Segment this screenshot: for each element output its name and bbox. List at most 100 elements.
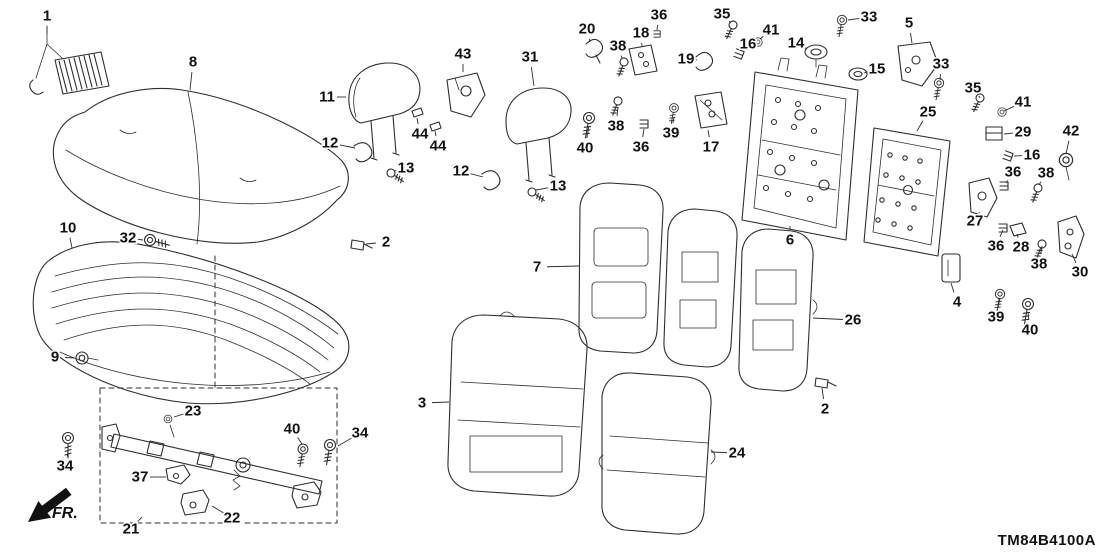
callout-label-36: 36	[633, 139, 650, 156]
callout-leader-7	[546, 265, 580, 268]
right-hardware	[941, 92, 1085, 326]
callout-label-35: 35	[714, 6, 731, 23]
callout-leader-29	[1003, 132, 1014, 135]
headrest-center-drawing	[505, 87, 572, 183]
callout-label-21: 21	[123, 521, 140, 538]
callout-label-33: 33	[861, 9, 878, 26]
callout-leader-20	[588, 38, 591, 43]
callout-label-28: 28	[1013, 239, 1030, 256]
callout-label-39: 39	[663, 125, 680, 142]
callout-leader-2	[821, 387, 825, 400]
callout-leader-23	[173, 413, 184, 418]
callout-label-16: 16	[740, 36, 757, 53]
callout-leader-17	[707, 129, 710, 138]
callout-label-36: 36	[988, 238, 1005, 255]
callout-leader-13	[535, 187, 549, 191]
callout-leader-38	[620, 55, 623, 59]
callout-label-35: 35	[965, 80, 982, 97]
callout-leader-30	[1071, 253, 1077, 264]
callout-leader-34	[66, 451, 69, 457]
misc-hardware	[61, 232, 837, 485]
hook-20	[585, 38, 604, 64]
callout-leader-32	[137, 238, 144, 241]
callout-leader-41	[759, 35, 764, 40]
callout-leader-14	[804, 47, 808, 50]
callout-label-38: 38	[608, 118, 625, 135]
callout-leader-24	[710, 451, 728, 454]
callout-label-1: 1	[43, 8, 51, 25]
callout-label-18: 18	[633, 25, 650, 42]
callout-leader-38	[1040, 245, 1043, 255]
seatback-frame-left-drawing	[741, 57, 859, 241]
callout-leader-40	[297, 437, 303, 445]
headrest-left-drawing	[348, 62, 421, 161]
callout-label-3: 3	[418, 395, 426, 412]
callout-leader-34	[337, 437, 352, 447]
callout-label-29: 29	[1015, 124, 1032, 141]
callout-label-38: 38	[1038, 165, 1055, 182]
callout-leader-31	[530, 66, 535, 87]
callout-leader-4	[950, 282, 955, 293]
callout-label-40: 40	[577, 140, 594, 157]
callout-leader-38	[1038, 181, 1042, 186]
dashed-guides	[99, 255, 338, 524]
spring-pad-drawing	[29, 25, 110, 95]
callout-leader-35	[728, 20, 732, 24]
callout-label-12: 12	[322, 135, 339, 152]
diagram-art	[29, 14, 1085, 535]
callout-leader-8	[189, 71, 193, 91]
callout-leader-5	[910, 32, 913, 44]
callout-leader-36	[656, 24, 659, 31]
seatback-pad-right-drawing	[738, 228, 818, 392]
hook-19	[695, 51, 714, 71]
top-hardware	[579, 14, 945, 140]
callout-label-16: 16	[1024, 147, 1041, 164]
callout-leader-39	[997, 297, 1001, 308]
callout-label-41: 41	[763, 22, 780, 39]
callout-label-20: 20	[579, 21, 596, 38]
callout-label-24: 24	[729, 445, 746, 462]
callout-leader-15	[863, 71, 868, 74]
callout-leader-10	[69, 237, 73, 249]
callout-label-34: 34	[352, 425, 369, 442]
callout-label-41: 41	[1015, 94, 1032, 111]
callout-label-38: 38	[610, 38, 627, 55]
callout-leader-12	[339, 144, 356, 149]
callout-leader-44	[434, 130, 437, 137]
center-seatback-covers-drawing	[578, 182, 738, 368]
callout-label-27: 27	[967, 213, 984, 230]
callout-leader-40	[1027, 311, 1030, 321]
callout-leader-22	[211, 505, 224, 514]
callout-label-33: 33	[933, 56, 950, 73]
callout-leader-36	[999, 229, 1004, 238]
callout-label-40: 40	[1022, 322, 1039, 339]
callout-label-19: 19	[678, 51, 695, 68]
callout-leader-35	[978, 95, 981, 99]
callout-label-5: 5	[905, 15, 913, 32]
callout-leader-28	[1016, 233, 1019, 238]
callout-label-38: 38	[1031, 256, 1048, 273]
callout-label-23: 23	[185, 403, 202, 420]
callout-label-2: 2	[382, 234, 390, 251]
callout-label-22: 22	[224, 510, 241, 527]
callout-label-26: 26	[845, 312, 862, 329]
callout-label-7: 7	[533, 259, 541, 276]
callout-label-12: 12	[453, 163, 470, 180]
callout-leader-21	[137, 516, 143, 522]
callout-leader-13	[393, 169, 397, 172]
callout-leader-42	[1065, 140, 1070, 155]
callout-label-44: 44	[430, 138, 447, 155]
fr-direction-indicator: FR.	[28, 487, 78, 522]
callout-leader-36	[642, 128, 645, 138]
fr-arrow-icon	[28, 487, 72, 522]
hook-and-screw-left	[353, 142, 407, 186]
callout-label-44: 44	[412, 126, 429, 143]
callout-leader-38	[616, 106, 619, 117]
callout-label-17: 17	[703, 139, 720, 156]
callout-label-25: 25	[920, 104, 937, 121]
bracket-plate-drawing	[446, 72, 486, 118]
callout-label-43: 43	[455, 46, 472, 63]
callout-label-10: 10	[60, 220, 77, 237]
